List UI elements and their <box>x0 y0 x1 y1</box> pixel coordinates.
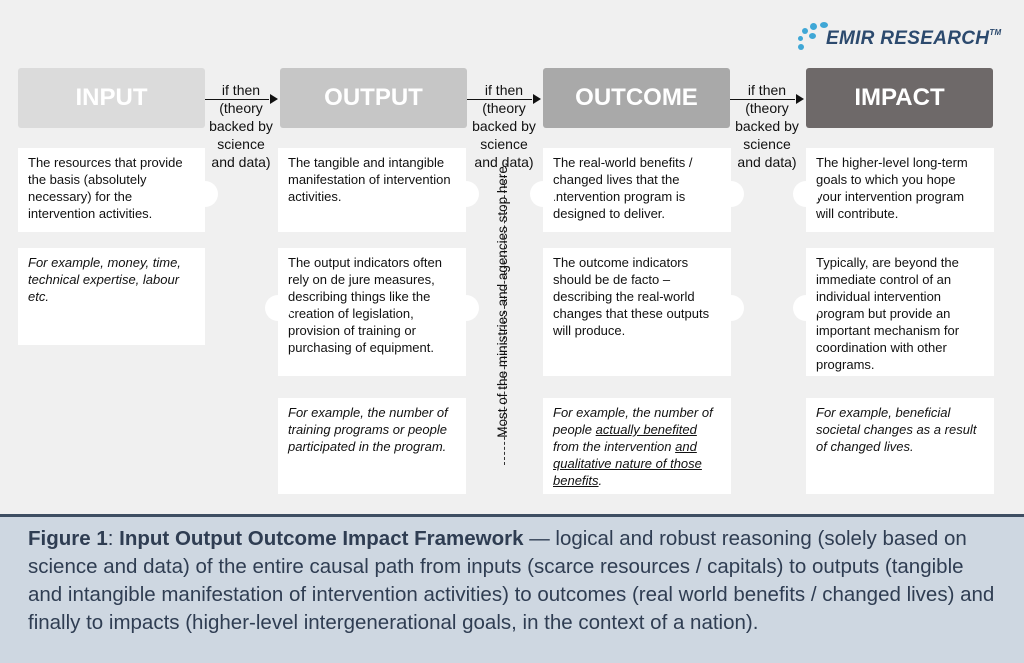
logo-dot <box>798 36 803 41</box>
caption-figure-label: Figure 1 <box>28 527 108 550</box>
caption-text: — logical and robust reasoning (solely b… <box>28 527 995 634</box>
caption-separator: : <box>107 527 120 550</box>
output-description: The tangible and intangible manifestatio… <box>278 148 466 232</box>
logo-dot <box>798 44 804 50</box>
arrowhead <box>270 94 278 104</box>
output-header: OUTPUT <box>280 68 467 128</box>
impact-indicators: Typically, are beyond the immediate cont… <box>806 248 994 376</box>
emir-research-logo: EMIR RESEARCHTM <box>796 22 1001 52</box>
connector-knob <box>718 181 744 207</box>
connector-knob <box>453 295 479 321</box>
input-description: The resources that provide the basis (ab… <box>18 148 205 232</box>
logo-dot <box>802 28 808 34</box>
caption-title: Input Output Outcome Impact Framework <box>119 527 524 550</box>
arrow-label: if then (theory backed by science and da… <box>472 82 536 170</box>
logo-dot <box>810 23 817 30</box>
logo-dot <box>820 22 828 28</box>
arrow-label: if then (theory backed by science and da… <box>209 82 273 170</box>
connector-knob <box>453 181 479 207</box>
boundary-note: Most of the ministries and agencies stop… <box>495 162 510 438</box>
arrowhead <box>796 94 804 104</box>
connector-knob <box>530 181 556 207</box>
outcome-description: The real-world benefits / changed lives … <box>543 148 731 232</box>
arrowhead <box>533 94 541 104</box>
connector-knob <box>192 181 218 207</box>
impact-description: The higher-level long-term goals to whic… <box>806 148 994 232</box>
logo-dot <box>809 33 816 39</box>
connector-knob <box>793 295 819 321</box>
outcome-example: For example, the number of people actual… <box>543 398 731 494</box>
arrow-outcome-impact <box>730 99 795 100</box>
input-header: INPUT <box>18 68 205 128</box>
output-example: For example, the number of training prog… <box>278 398 466 494</box>
logo-text: EMIR RESEARCHTM <box>826 28 1002 49</box>
connector-knob <box>718 295 744 321</box>
arrow-label: if then (theory backed by science and da… <box>735 82 799 170</box>
input-example: For example, money, time, technical expe… <box>18 248 205 345</box>
outcome-header: OUTCOME <box>543 68 730 128</box>
impact-header: IMPACT <box>806 68 993 128</box>
connector-knob <box>265 295 291 321</box>
arrow-output-outcome <box>467 99 532 100</box>
arrow-input-output <box>205 99 269 100</box>
impact-example: For example, beneficial societal changes… <box>806 398 994 494</box>
boundary-dashed-line <box>504 175 505 465</box>
outcome-indicators: The outcome indicators should be de fact… <box>543 248 731 376</box>
output-indicators: The output indicators often rely on de j… <box>278 248 466 376</box>
connector-knob <box>793 181 819 207</box>
figure-caption: Figure 1: Input Output Outcome Impact Fr… <box>0 514 1024 663</box>
